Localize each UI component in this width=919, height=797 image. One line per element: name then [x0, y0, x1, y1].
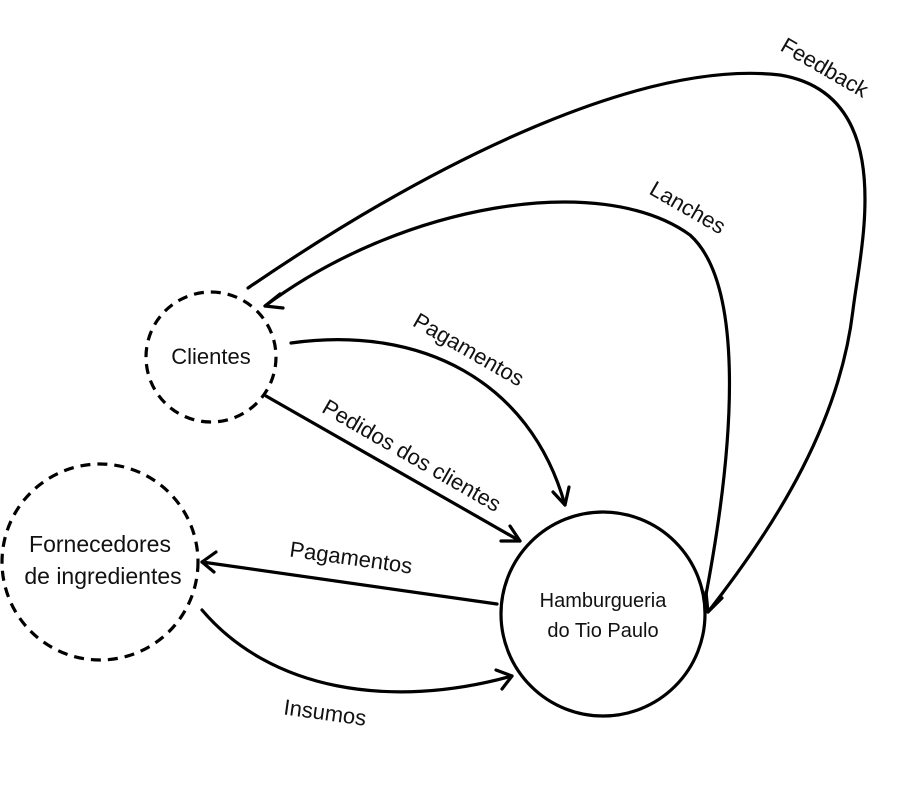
- edge-pagamentos-clientes: [289, 338, 567, 507]
- edge-pedidos-label: Pedidos dos clientes: [318, 394, 505, 517]
- node-hamburgueria: [499, 510, 707, 718]
- edge-pagamentos-fornecedores-label: Pagamentos: [288, 537, 414, 579]
- edge-pagamentos-fornecedores-arrowhead: [200, 550, 218, 574]
- edge-insumos-label: Insumos: [282, 694, 368, 730]
- node-fornecedores-label-line1: Fornecedores: [29, 531, 171, 557]
- edge-lanches-label: Lanches: [645, 176, 730, 239]
- edge-pedidos: [264, 394, 522, 543]
- edge-pagamentos-fornecedores: [200, 560, 499, 606]
- edge-pagamentos-clientes-arrowhead: [551, 485, 571, 507]
- edge-insumos-arrowhead: [494, 668, 514, 691]
- node-hamburgueria-label-line2: do Tio Paulo: [547, 620, 658, 642]
- node-fornecedores: [0, 462, 200, 662]
- node-clientes-label: Clientes: [171, 344, 250, 369]
- edge-pagamentos-clientes-label: Pagamentos: [409, 308, 528, 391]
- edge-feedback: [246, 71, 867, 614]
- edge-insumos: [200, 608, 514, 694]
- edge-pedidos-arrowhead: [499, 524, 522, 543]
- edge-lanches-arrowhead: [263, 292, 285, 310]
- node-fornecedores-label-line2: de ingredientes: [24, 563, 181, 589]
- node-hamburgueria-label-line1: Hamburgueria: [540, 590, 668, 612]
- node-clientes: [144, 290, 278, 424]
- edge-lanches: [263, 200, 732, 607]
